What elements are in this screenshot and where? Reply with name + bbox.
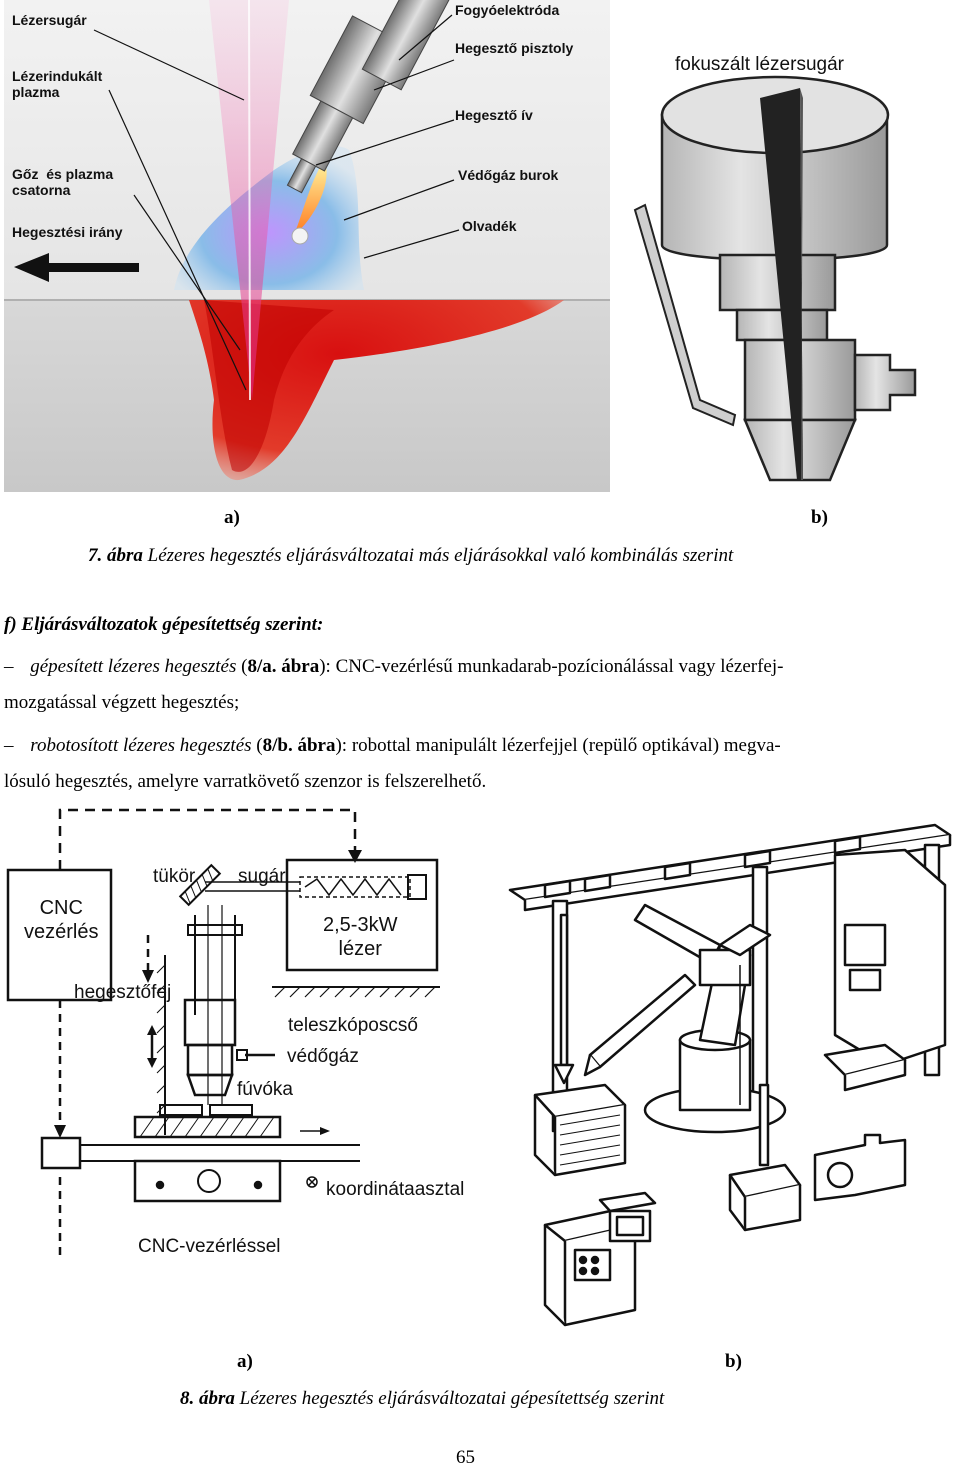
label-welding-head: hegesztőfej	[74, 982, 172, 1003]
label-with-cnc: CNC-vezérléssel	[138, 1236, 281, 1257]
label-coordinate-table: koordinátaasztal	[326, 1179, 465, 1200]
list-dash: –	[4, 735, 14, 756]
label-electrode: Fogyóelektróda	[455, 2, 560, 18]
ref-8b: 8/b. ábra	[262, 735, 336, 756]
list-item-robotic-cont: lósuló hegesztés, amelyre varratkövető s…	[4, 771, 487, 792]
figure7-caption: 7. ábra Lézeres hegesztés eljárásváltoza…	[88, 545, 733, 567]
hybrid-welding-illustration	[4, 0, 610, 492]
fig8-sublabel-b: b)	[725, 1351, 742, 1372]
label-laser-source: 2,5-3kW lézer	[323, 914, 398, 960]
robotic-cell-illustration	[508, 823, 952, 1327]
label-melt: Olvadék	[462, 218, 517, 234]
page-number: 65	[456, 1447, 475, 1468]
item1-description: ): CNC-vezérlésű munkadarab-pozícionálás…	[319, 656, 784, 677]
label-shield-gas: Védőgáz burok	[458, 167, 559, 183]
cnc-schematic-drawing	[6, 808, 440, 1255]
label-vapor-channel: Gőz és plazma csatorna	[12, 166, 114, 198]
ref-open: (	[236, 656, 248, 677]
list-item-mechanized: – gépesített lézeres hegesztés (8/a. ábr…	[4, 657, 783, 676]
figure8-caption-text: Lézeres hegesztés eljárásváltozatai gépe…	[234, 1388, 665, 1409]
label-focused-beam: fokuszált lézersugár	[675, 54, 844, 75]
list-item-robotic: – robotosított lézeres hegesztés (8/b. á…	[4, 736, 781, 755]
fig7-sublabel-b: b)	[811, 507, 828, 528]
label-laser-beam: Lézersugár	[12, 12, 87, 28]
term-robotic: robotosított lézeres hegesztés	[30, 735, 252, 756]
robotic-cell-drawing	[505, 805, 955, 1335]
figure8-caption-number: 8. ábra	[180, 1388, 235, 1409]
label-laser-plasma: Lézerindukált plazma	[12, 68, 103, 100]
label-mirror: tükör	[153, 866, 196, 887]
laser-head-illustration	[633, 75, 917, 482]
list-item-mechanized-cont: mozgatással végzett hegesztés;	[4, 692, 240, 713]
fig8-sublabel-a: a)	[237, 1351, 253, 1372]
label-shield-gas-input: védőgáz	[287, 1046, 359, 1067]
list-dash: –	[4, 656, 14, 677]
term-mechanized: gépesített lézeres hegesztés	[30, 656, 237, 677]
label-welding-direction: Hegesztési irány	[12, 224, 123, 240]
label-torch: Hegesztő pisztoly	[455, 40, 574, 56]
cnc-schematic	[0, 805, 500, 1265]
label-nozzle: fúvóka	[237, 1079, 293, 1100]
figure7-caption-number: 7. ábra	[88, 545, 143, 566]
figure8-caption: 8. ábra Lézeres hegesztés eljárásváltoza…	[180, 1388, 664, 1410]
fig7-sublabel-a: a)	[224, 507, 240, 528]
figure7-caption-text: Lézeres hegesztés eljárásváltozatai más …	[142, 545, 734, 566]
label-arc: Hegesztő ív	[455, 107, 533, 123]
ref-open: (	[251, 735, 263, 756]
section-heading: f) Eljárásváltozatok gépesítettség szeri…	[4, 614, 323, 636]
laser-head-drawing	[625, 40, 925, 500]
item2-description: ): robottal manipulált lézerfejjel (repü…	[335, 735, 781, 756]
section-heading-text: f) Eljárásváltozatok gépesítettség szeri…	[4, 614, 324, 635]
label-telescope-tube: teleszkóposcső	[288, 1015, 418, 1036]
ref-8a: 8/a. ábra	[247, 656, 320, 677]
hybrid-welding-photo	[4, 0, 610, 492]
label-beam: sugár	[238, 866, 286, 887]
label-cnc-control: CNC vezérlés	[24, 897, 99, 943]
